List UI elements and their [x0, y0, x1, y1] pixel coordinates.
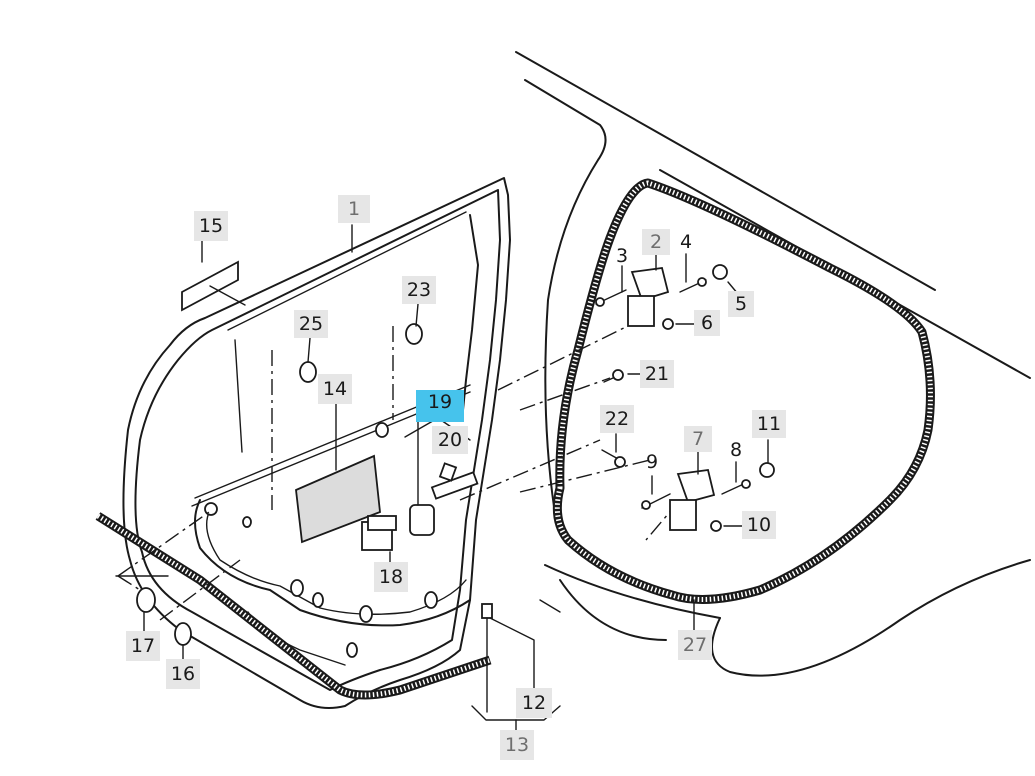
svg-text:13: 13: [505, 734, 529, 756]
svg-text:21: 21: [645, 363, 669, 385]
door-check-19: [409, 471, 479, 536]
svg-text:9: 9: [646, 451, 658, 473]
callout-1[interactable]: 1: [338, 195, 370, 223]
svg-text:19: 19: [428, 391, 452, 413]
callout-8[interactable]: 8: [730, 439, 742, 461]
svg-text:12: 12: [522, 692, 546, 714]
svg-text:6: 6: [701, 312, 713, 334]
plug-17: [136, 587, 156, 613]
plug-16: [174, 622, 192, 646]
svg-text:22: 22: [605, 408, 629, 430]
callout-10[interactable]: 10: [742, 511, 776, 539]
svg-text:16: 16: [171, 663, 195, 685]
nut-6: [662, 318, 674, 330]
svg-text:11: 11: [757, 413, 781, 435]
svg-text:1: 1: [348, 198, 360, 220]
grommet-12: [481, 603, 493, 619]
gasket-20: [438, 462, 458, 482]
callout-4[interactable]: 4: [680, 231, 692, 253]
bolt-3: [595, 289, 627, 307]
callout-13[interactable]: 13: [500, 730, 534, 760]
svg-text:15: 15: [199, 215, 223, 237]
callout-18[interactable]: 18: [374, 562, 408, 592]
hinge-2: [627, 267, 670, 327]
nut-10: [710, 520, 722, 532]
svg-text:17: 17: [131, 635, 155, 657]
plug-23: [405, 323, 423, 345]
svg-text:4: 4: [680, 231, 692, 253]
svg-text:23: 23: [407, 279, 431, 301]
nut-5: [712, 264, 728, 280]
callout-21[interactable]: 21: [640, 360, 674, 388]
svg-text:25: 25: [299, 313, 323, 335]
door-seal-27: [552, 178, 935, 604]
callout-15[interactable]: 15: [194, 211, 228, 241]
svg-text:7: 7: [692, 428, 704, 450]
callout-23[interactable]: 23: [402, 276, 436, 304]
bolt-21: [603, 369, 624, 383]
svg-text:2: 2: [650, 231, 662, 253]
callout-5[interactable]: 5: [728, 291, 754, 317]
callout-2[interactable]: 2: [642, 229, 670, 255]
callout-3[interactable]: 3: [616, 245, 628, 267]
lock-18: [361, 515, 397, 551]
door-seal-13: [95, 512, 492, 700]
bolt-4: [679, 277, 707, 293]
leader-lines: [115, 224, 769, 733]
callout-17[interactable]: 17: [126, 631, 160, 661]
callout-20[interactable]: 20: [432, 426, 468, 454]
svg-text:18: 18: [379, 566, 403, 588]
bolt-8: [721, 479, 751, 495]
svg-text:20: 20: [438, 429, 462, 451]
callout-11[interactable]: 11: [752, 410, 786, 438]
callout-19[interactable]: 19: [416, 390, 464, 422]
callout-6[interactable]: 6: [694, 310, 720, 336]
sound-pad-14: [295, 454, 381, 544]
sticker-15: [181, 260, 246, 312]
callout-25[interactable]: 25: [294, 310, 328, 338]
svg-text:14: 14: [323, 378, 347, 400]
svg-text:10: 10: [747, 514, 771, 536]
callout-9[interactable]: 9: [646, 451, 658, 473]
plug-25: [299, 361, 317, 383]
svg-text:27: 27: [683, 634, 707, 656]
callout-7[interactable]: 7: [684, 426, 712, 452]
hinge-7: [669, 469, 716, 531]
callout-27[interactable]: 27: [678, 630, 712, 660]
callout-12[interactable]: 12: [516, 688, 552, 718]
callout-16[interactable]: 16: [166, 659, 200, 689]
bolt-22: [601, 449, 626, 468]
bolt-9: [641, 493, 671, 510]
svg-text:5: 5: [735, 293, 747, 315]
svg-text:8: 8: [730, 439, 742, 461]
nut-11: [759, 462, 775, 478]
callout-14[interactable]: 14: [318, 374, 352, 404]
callout-22[interactable]: 22: [600, 405, 634, 433]
svg-text:3: 3: [616, 245, 628, 267]
